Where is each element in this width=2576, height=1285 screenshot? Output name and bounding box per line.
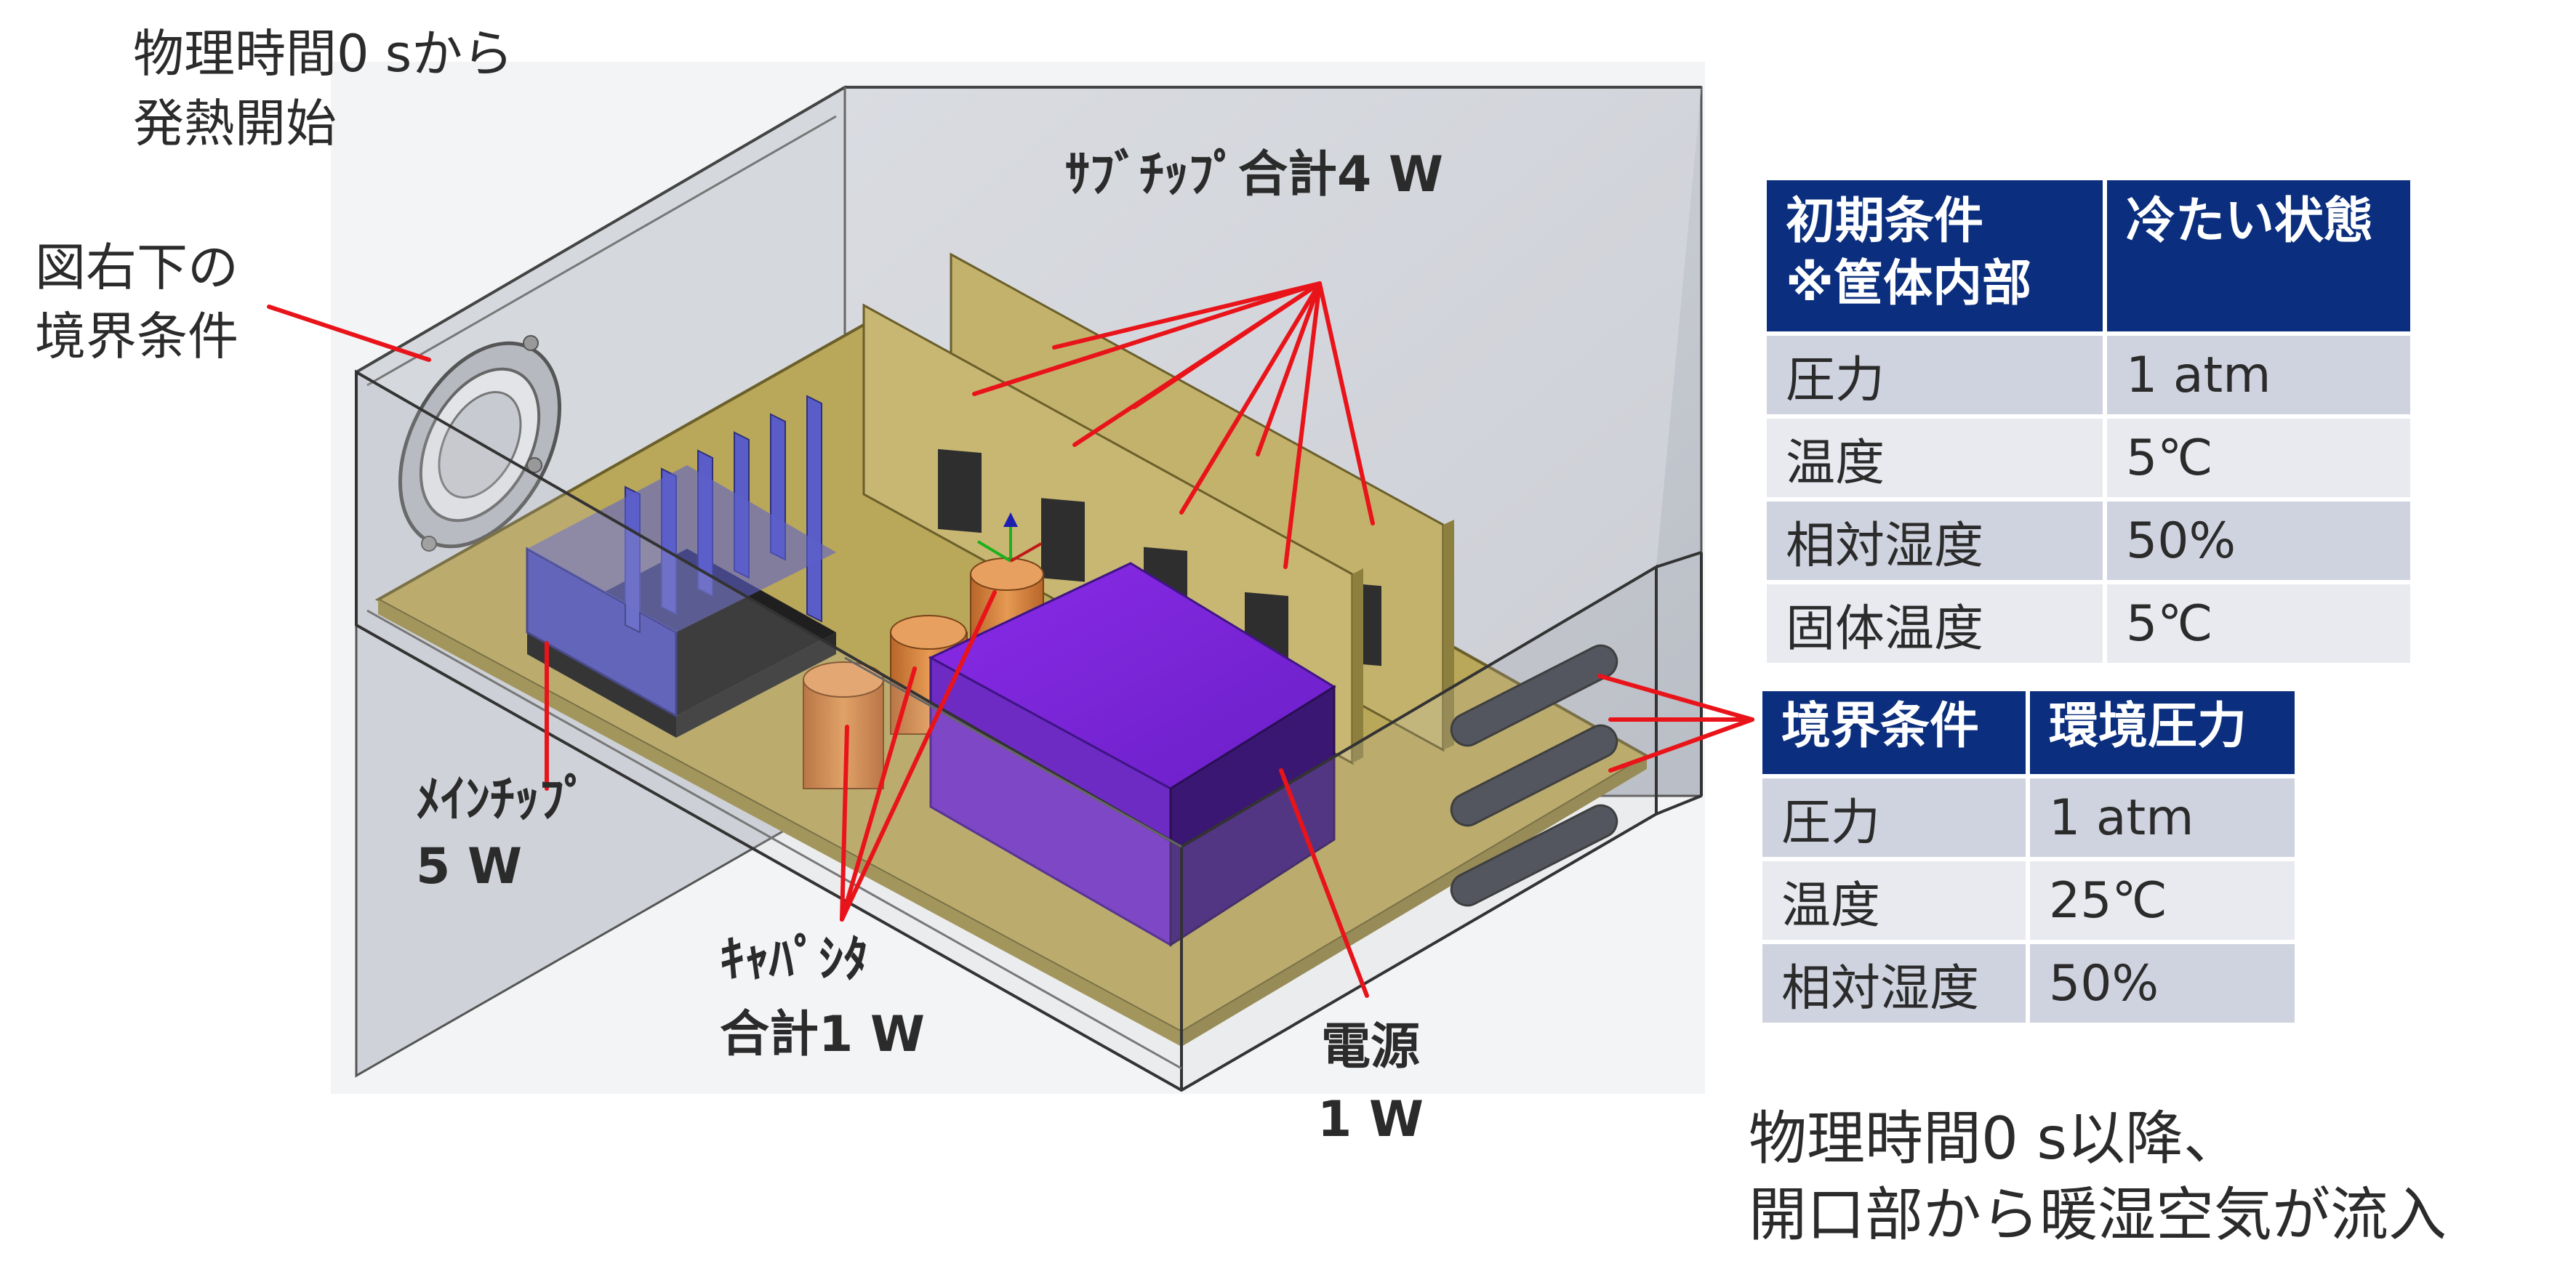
initial-row-value: 1 atm [2107,336,2410,414]
main-chip-label-power: 5 W [416,838,522,895]
table-row: 相対湿度 50% [1767,501,2410,580]
table-row: 固体温度 5℃ [1767,584,2410,663]
inflow-note-line1: 物理時間0 s以降、 [1749,1105,2242,1172]
boundary-row-value: 25℃ [2030,861,2295,940]
power-supply-label-power: 1 W [1317,1091,1424,1148]
initial-row-value: 5℃ [2107,584,2410,663]
initial-header-col2: 冷たい状態 [2107,180,2410,331]
capacitor-label-power: 合計1 W [720,1006,925,1063]
boundary-header-col2: 環境圧力 [2030,691,2295,774]
start-note-line2: 発熱開始 [133,94,337,153]
leader-lines [267,281,1754,998]
boundary-row-label: 相対湿度 [1762,944,2026,1023]
right-vent-slots [1450,644,1618,907]
initial-row-value: 50% [2107,501,2410,580]
boundary-row-value: 1 atm [2030,778,2295,857]
initial-header-line1: 初期条件 [1786,193,1984,250]
initial-conditions-table: 初期条件 ※筐体内部 冷たい状態 圧力 1 atm 温度 5℃ 相対湿度 50%… [1762,176,2415,667]
initial-row-label: 温度 [1767,419,2103,497]
initial-header-col1: 初期条件 ※筐体内部 [1767,180,2103,331]
boundary-header-col1: 境界条件 [1762,691,2026,774]
start-note-line1: 物理時間0 sから [133,24,514,84]
capacitor-label-name: ｷｬﾊﾟｼﾀ [720,931,869,988]
power-supply-label-name: 電源 [1320,1018,1420,1076]
inflow-note-line2: 開口部から暖湿空気が流入 [1749,1181,2447,1249]
initial-row-label: 固体温度 [1767,584,2103,663]
boundary-row-value: 50% [2030,944,2295,1023]
boundary-note-line2: 境界条件 [35,307,238,366]
initial-row-label: 相対湿度 [1767,501,2103,580]
table-row: 温度 5℃ [1767,419,2410,497]
power-supply-block [928,562,1336,947]
table-row: 圧力 1 atm [1762,778,2295,857]
sub-chip-label: ｻﾌﾞﾁｯﾌﾟ合計4 W [1065,146,1443,204]
initial-header-line2: ※筐体内部 [1786,255,2032,313]
axis-triad [976,512,1042,563]
boundary-row-label: 圧力 [1762,778,2026,857]
enclosure-front-frame [355,369,1703,1092]
main-chip-label-name: ﾒｲﾝﾁｯﾌﾟ [416,771,590,829]
table-row: 温度 25℃ [1762,861,2295,940]
table-row: 圧力 1 atm [1767,336,2410,414]
boundary-conditions-table: 境界条件 環境圧力 圧力 1 atm 温度 25℃ 相対湿度 50% [1758,687,2299,1027]
initial-row-value: 5℃ [2107,419,2410,497]
boundary-note-line1: 図右下の [35,238,238,297]
main-chip-heatsink [526,395,836,738]
initial-row-label: 圧力 [1767,336,2103,414]
boundary-row-label: 温度 [1762,861,2026,940]
table-row: 相対湿度 50% [1762,944,2295,1023]
